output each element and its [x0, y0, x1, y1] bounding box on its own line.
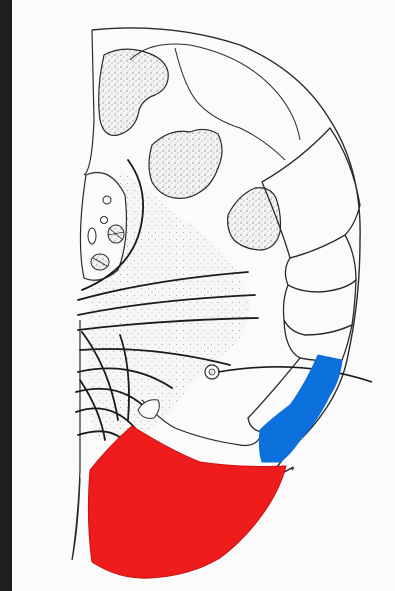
lateral-nucleus	[228, 188, 281, 250]
medial-vessel-structure	[80, 173, 126, 281]
blue-region	[259, 355, 342, 462]
small-circle-nerve-point	[205, 365, 372, 382]
dorsal-upper-nucleus	[99, 49, 169, 135]
dorsal-middle-nucleus	[149, 129, 222, 198]
red-region	[88, 426, 286, 578]
